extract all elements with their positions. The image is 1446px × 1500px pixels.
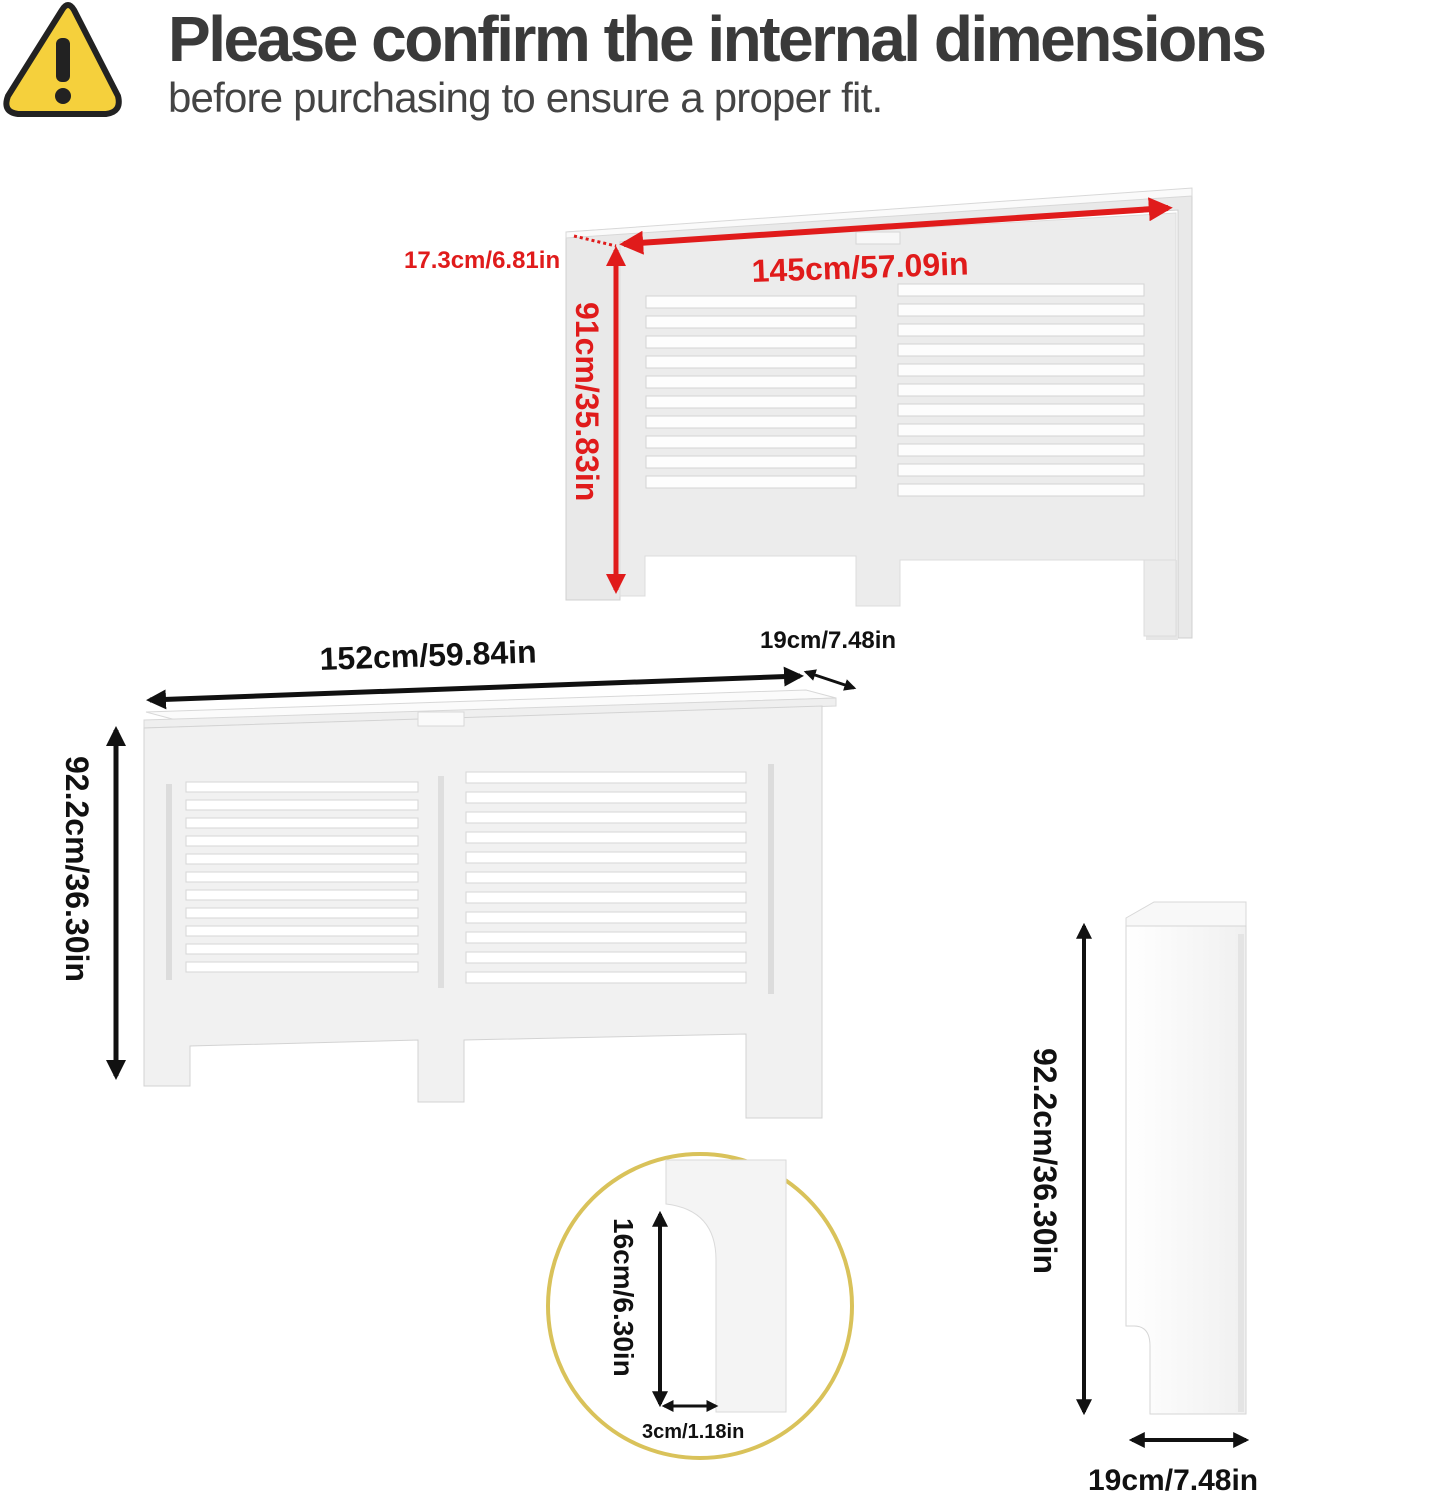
internal-height-dimension: 91cm/35.83in <box>569 246 626 594</box>
external-height-dimension: 92.2cm/36.30in <box>59 726 126 1080</box>
page-title: Please confirm the internal dimensions <box>168 3 1267 75</box>
side-view-cover <box>1125 901 1247 1415</box>
external-slats-left <box>185 781 419 973</box>
external-view-cover <box>143 689 837 1119</box>
side-height-label: 92.2cm/36.30in <box>1027 1048 1063 1274</box>
internal-width-dimension: 145cm/57.09in <box>619 197 1173 289</box>
external-width-dimension: 152cm/59.84in <box>146 633 804 710</box>
internal-slats-left <box>645 295 857 489</box>
side-depth-dimension: 19cm/7.48in <box>1088 1432 1258 1497</box>
external-width-label: 152cm/59.84in <box>319 633 537 677</box>
detail-view: 16cm/6.30in 3cm/1.18in <box>546 1152 854 1460</box>
internal-depth-dimension: 17.3cm/6.81in <box>404 234 617 274</box>
side-depth-label: 19cm/7.48in <box>1088 1464 1258 1497</box>
detail-height-label: 16cm/6.30in <box>608 1218 639 1377</box>
external-slats-right <box>465 771 747 984</box>
side-height-dimension: 92.2cm/36.30in <box>1027 922 1092 1416</box>
page-subtitle: before purchasing to ensure a proper fit… <box>168 74 883 121</box>
internal-depth-label: 17.3cm/6.81in <box>404 247 560 274</box>
internal-width-label: 145cm/57.09in <box>751 245 969 289</box>
warning-icon <box>3 2 122 117</box>
internal-height-label: 91cm/35.83in <box>569 302 605 501</box>
external-depth-dimension: 19cm/7.48in <box>760 627 896 691</box>
detail-width-label: 3cm/1.18in <box>642 1421 744 1443</box>
external-depth-label: 19cm/7.48in <box>760 627 896 654</box>
internal-slats-right <box>897 283 1145 497</box>
external-height-label: 92.2cm/36.30in <box>59 756 95 982</box>
